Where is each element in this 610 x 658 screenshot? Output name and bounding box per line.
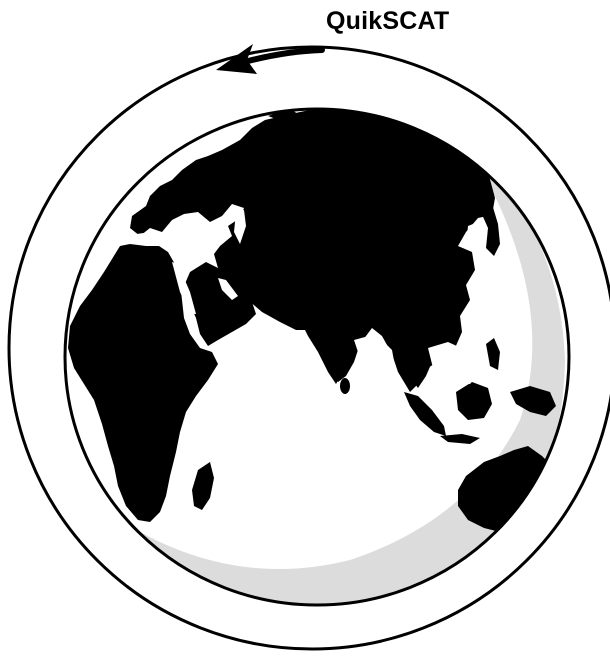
- earth-globe-icon: [65, 103, 569, 616]
- land-sri-lanka: [340, 378, 350, 394]
- satellite-label: QuikSCAT: [326, 6, 449, 36]
